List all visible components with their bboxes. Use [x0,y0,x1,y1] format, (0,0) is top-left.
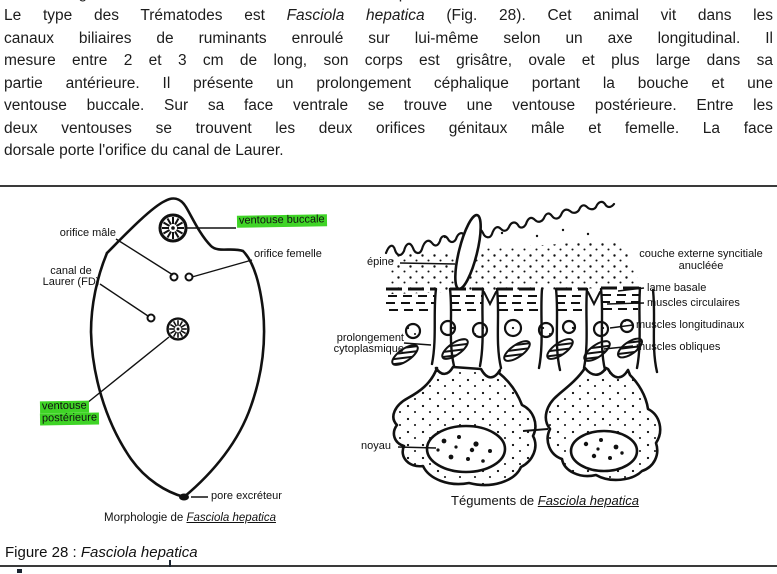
paragraph-line: deux ventouses se trouvent les deux orif… [4,119,773,137]
longitudinal-muscles [404,318,635,340]
laurer-canal-opening [146,313,156,323]
label-couche-externe-line2: anucléée [678,260,724,272]
label-epine: épine [367,256,394,268]
right-leader-lines [397,262,645,449]
cell-bridge-line [522,428,549,432]
species-name: Fasciola hepatica [186,512,276,524]
circular-muscle-lines [386,294,640,311]
label-ventouse-buccale: ventouse buccale [236,213,327,228]
label-muscles-circulaires: muscles circulaires [647,297,740,309]
scan-artifact [169,560,171,567]
label-muscles-longitudinaux: muscles longitudinaux [636,319,745,331]
paragraph-line: ventouse buccale. Sur sa face ventrale s… [4,97,773,115]
green-highlight: postérieure [39,412,100,426]
label-pore-excreteur: pore excréteur [211,490,282,502]
species-name: Fasciola hepatica [537,493,639,508]
label-ventouse-posterieure-line2: postérieure [39,412,100,426]
figure-caption: Figure 28 : Fasciola hepatica [5,544,198,561]
figure-top-border [0,185,777,187]
oral-sucker [158,213,188,243]
scan-artifact [17,569,22,573]
label-ventouse-posterieure-line1: ventouse [39,400,89,413]
figure-line-art [86,197,662,501]
body-paragraph: d'accrochage et d'adhérence par ventouse… [4,0,773,163]
label-prolongement-line2: cytoplasmique [333,343,404,355]
paragraph-line-clipped: d'accrochage et d'adhérence par ventouse… [4,0,773,5]
figure-28: orifice mâle ventouse buccale orifice fe… [0,187,777,565]
paragraph-line: Le type des Trématodes est Fasciola hepa… [4,7,773,25]
syncytial-layer-stipple [388,240,641,294]
species-name: Fasciola hepatica [80,544,198,561]
paragraph-line: partie antérieure. Il présente un prolon… [4,74,773,92]
figure-bottom-border [0,565,777,567]
surface-dots [443,228,590,239]
paragraph-line: canaux biliaires de ruminants enroulé su… [4,29,773,47]
label-lame-basale: lame basale [647,282,707,294]
genital-orifices [146,272,194,323]
paragraph-line: mesure entre 2 et 3 cm de long, son corp… [4,52,773,70]
nucleus-left [425,424,507,474]
label-noyau: noyau [361,440,391,452]
label-canal-laurer-line1: canal de [50,265,92,277]
label-orifice-femelle: orifice femelle [254,248,322,260]
paragraph-line: dorsale porte l'orifice du canal de Laur… [4,142,284,160]
label-orifice-male: orifice mâle [59,227,116,239]
label-muscles-obliques: muscles obliques [636,341,721,353]
worm-outline [89,197,266,499]
left-leader-lines [86,227,253,498]
lame-basale-lines [386,286,640,291]
species-name-inline: Fasciola hepatica [286,7,425,25]
label-prolongement-line1: prolongement [336,332,404,344]
morphology-caption: Morphologie de Fasciola hepatica [104,512,276,524]
green-highlight: ventouse buccale [236,213,327,228]
outer-surface-line [384,200,616,257]
oblique-muscles [391,337,643,366]
nucleus-right [569,429,639,473]
ventral-sucker [166,317,190,341]
label-couche-externe-line1: couche externe syncitiale [639,248,763,260]
excretory-pore-dot [179,493,189,501]
tegument-caption: Téguments de Fasciola hepatica [451,493,639,508]
label-canal-laurer-line2: Laurer (FD) [42,276,100,288]
